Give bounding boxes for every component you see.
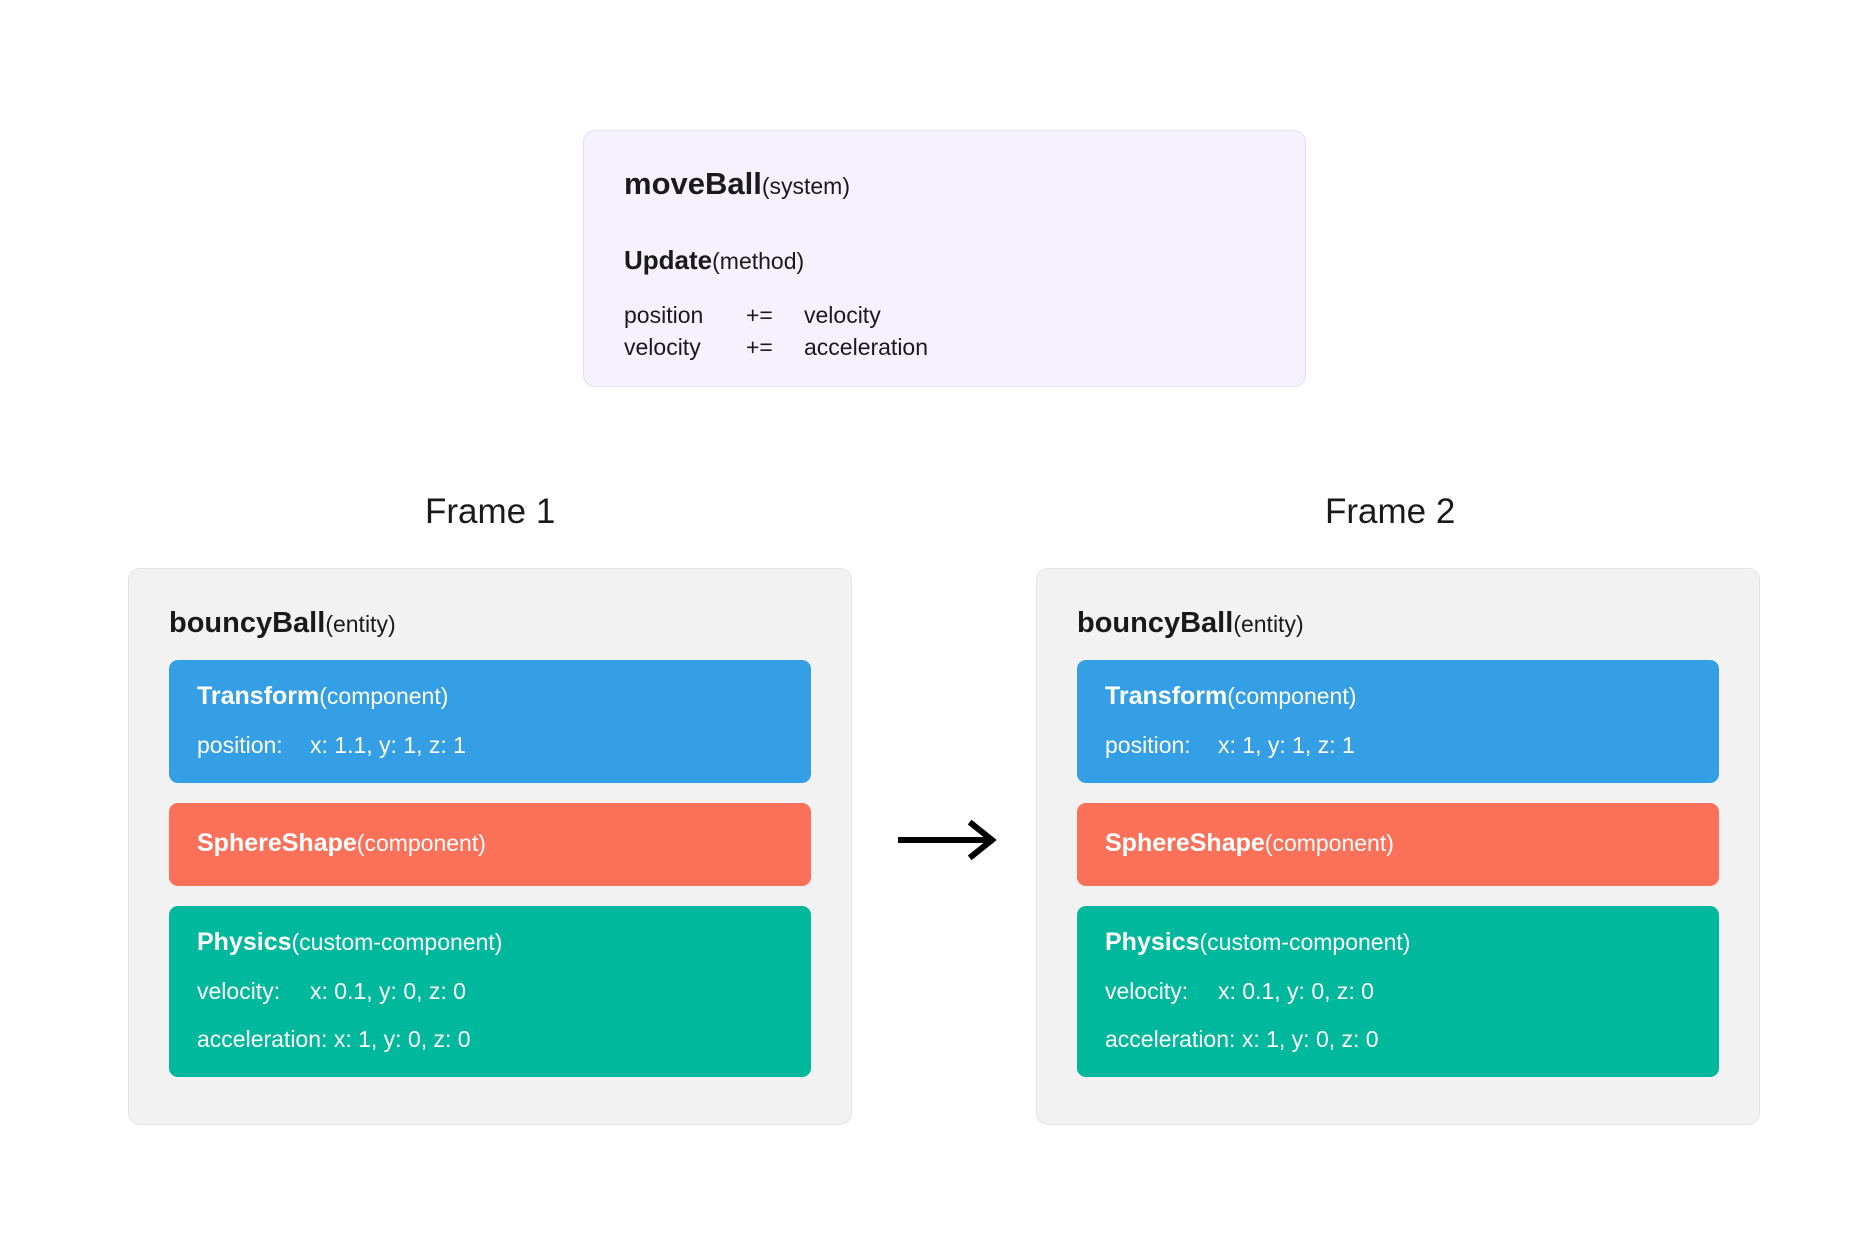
entity-title: bouncyBall(entity)	[1077, 607, 1719, 640]
component-sphereshape: SphereShape(component)	[169, 803, 811, 886]
component-field: velocity: x: 0.1, y: 0, z: 0	[197, 978, 783, 1005]
arrow-right-icon	[898, 820, 997, 860]
component-kind: (component)	[1264, 830, 1394, 856]
system-title: moveBall(system)	[624, 166, 1265, 201]
field-value: x: 1, y: 0, z: 0	[333, 1026, 471, 1052]
component-field: acceleration: x: 1, y: 0, z: 0	[1105, 1026, 1691, 1053]
system-kind: (system)	[761, 173, 851, 199]
field-value: x: 1.1, y: 1, z: 1	[310, 732, 466, 758]
component-kind: (component)	[319, 683, 449, 709]
field-key: acceleration:	[1105, 1026, 1236, 1052]
entity-card-frame-1: bouncyBall(entity) Transform(component) …	[128, 568, 852, 1125]
component-title: SphereShape(component)	[197, 829, 783, 858]
system-code-block: position += velocity velocity += acceleratio…	[624, 300, 1265, 363]
method-kind: (method)	[712, 248, 805, 275]
component-kind: (custom-component)	[1199, 929, 1411, 955]
component-title: Transform(component)	[197, 682, 783, 711]
component-field: position: x: 1, y: 1, z: 1	[1105, 732, 1691, 759]
component-name: Transform	[1105, 682, 1228, 710]
component-name: Transform	[197, 682, 320, 710]
entity-kind: (entity)	[325, 611, 396, 637]
component-transform: Transform(component) position: x: 1, y: 1…	[1077, 660, 1719, 783]
field-value: x: 1, y: 0, z: 0	[1241, 1026, 1379, 1052]
component-sphereshape: SphereShape(component)	[1077, 803, 1719, 886]
code-rhs: velocity	[804, 302, 881, 329]
component-field: position: x: 1.1, y: 1, z: 1	[197, 732, 783, 759]
component-kind: (component)	[356, 830, 486, 856]
component-physics: Physics(custom-component) velocity: x: 0.…	[169, 906, 811, 1077]
component-name: Physics	[1105, 928, 1200, 956]
component-kind: (component)	[1227, 683, 1357, 709]
field-key: velocity:	[1105, 978, 1189, 1004]
field-key: acceleration:	[197, 1026, 328, 1052]
code-operator: +=	[746, 302, 773, 329]
code-operator: +=	[746, 333, 773, 360]
frame-label-2: Frame 2	[1325, 492, 1456, 531]
field-value: x: 1, y: 1, z: 1	[1218, 732, 1355, 758]
component-transform: Transform(component) position: x: 1.1, y:…	[169, 660, 811, 783]
code-lhs: position	[624, 302, 704, 329]
component-name: Physics	[197, 928, 292, 956]
system-name: moveBall	[624, 166, 762, 201]
entity-card-frame-2: bouncyBall(entity) Transform(component) …	[1036, 568, 1760, 1125]
component-physics: Physics(custom-component) velocity: x: 0.…	[1077, 906, 1719, 1077]
entity-name: bouncyBall	[1077, 607, 1234, 639]
entity-title: bouncyBall(entity)	[169, 607, 811, 640]
field-key: position:	[197, 732, 283, 758]
component-field: velocity: x: 0.1, y: 0, z: 0	[1105, 978, 1691, 1005]
field-value: x: 0.1, y: 0, z: 0	[1218, 978, 1374, 1004]
component-title: Physics(custom-component)	[197, 928, 783, 957]
entity-name: bouncyBall	[169, 607, 326, 639]
code-lhs: velocity	[624, 333, 701, 360]
system-box: moveBall(system) Update(method) position…	[583, 130, 1306, 387]
method-name: Update	[624, 245, 713, 276]
field-value: x: 0.1, y: 0, z: 0	[310, 978, 466, 1004]
system-method-heading: Update(method)	[624, 245, 1265, 276]
component-field: acceleration: x: 1, y: 0, z: 0	[197, 1026, 783, 1053]
code-line: position += velocity	[624, 300, 1265, 332]
field-key: velocity:	[197, 978, 281, 1004]
code-rhs: acceleration	[804, 333, 929, 360]
component-kind: (custom-component)	[291, 929, 503, 955]
entity-kind: (entity)	[1233, 611, 1304, 637]
component-title: Physics(custom-component)	[1105, 928, 1691, 957]
field-key: position:	[1105, 732, 1191, 758]
frame-label-1: Frame 1	[425, 492, 556, 531]
code-line: velocity += acceleration	[624, 332, 1265, 364]
component-title: Transform(component)	[1105, 682, 1691, 711]
component-name: SphereShape	[197, 829, 357, 857]
component-name: SphereShape	[1105, 829, 1265, 857]
component-title: SphereShape(component)	[1105, 829, 1691, 858]
